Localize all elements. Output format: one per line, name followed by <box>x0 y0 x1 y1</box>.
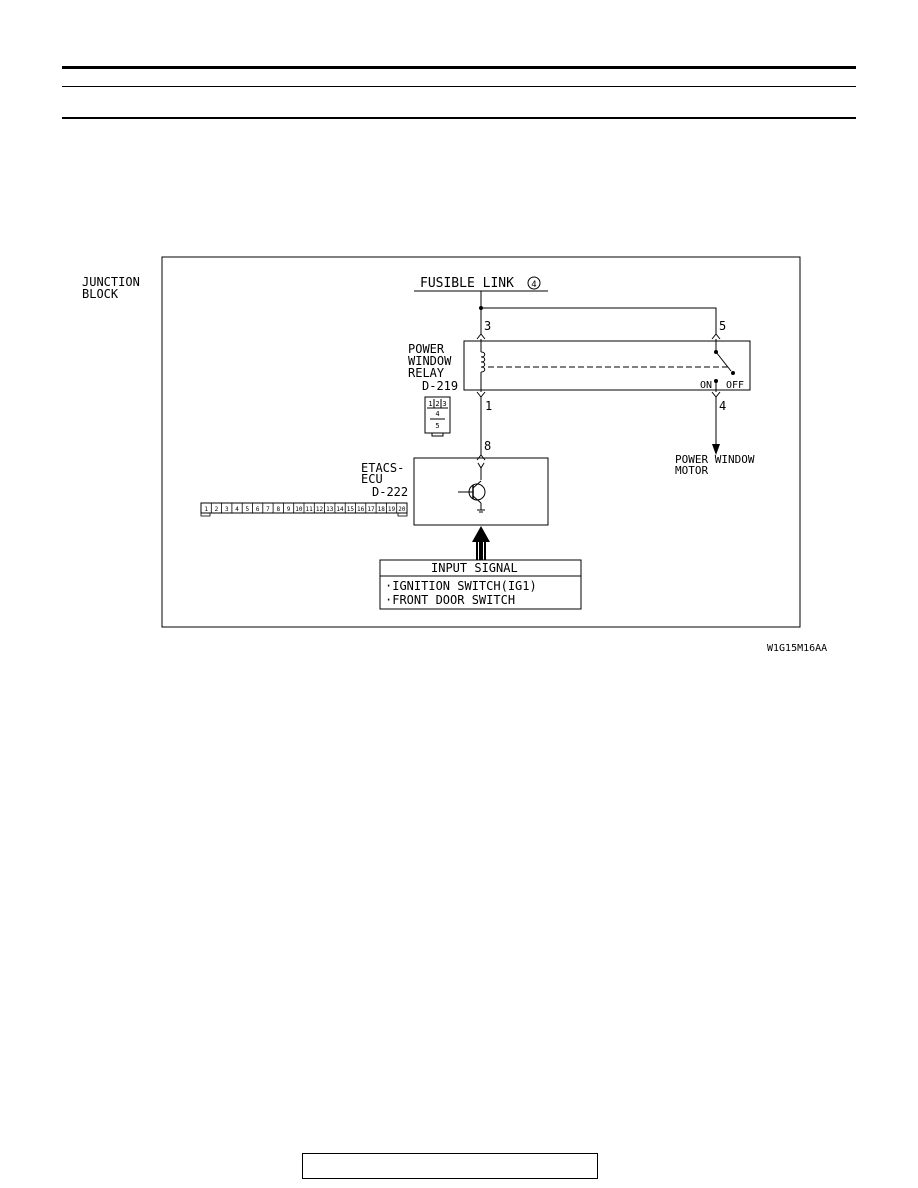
relay-switch-contact <box>715 351 732 372</box>
input-signal-title: INPUT SIGNAL <box>431 561 518 575</box>
motor-label-2: MOTOR <box>675 464 708 477</box>
figure-id: W1G15M16AA <box>767 643 827 654</box>
relay-pin-4-label: 4 <box>719 399 726 413</box>
fusible-link-label: FUSIBLE LINK <box>420 276 514 291</box>
relay-connector-label: D-219 <box>422 379 458 393</box>
relay-pin-1-label: 1 <box>485 399 492 413</box>
ecu-transistor-collector <box>472 480 482 489</box>
relay-pin-5-connector <box>711 333 721 340</box>
ecu-connector-pin-label: 7 <box>266 506 270 513</box>
ecu-connector-pin-label: 13 <box>326 506 334 513</box>
motor-arrow-head <box>712 444 720 455</box>
ecu-name-2: ECU <box>361 472 383 486</box>
relay-connector-cavity-3: 3 <box>442 400 446 408</box>
ecu-box <box>413 457 549 526</box>
wire-junction-to-pin5 <box>481 307 717 334</box>
relay-name-3: RELAY <box>408 366 445 380</box>
relay-pin-1-connector <box>476 391 486 398</box>
ecu-connector-pin-label: 2 <box>215 506 219 513</box>
ecu-connector-pin-label: 16 <box>357 506 365 513</box>
ecu-connector-pin-label: 20 <box>398 506 406 513</box>
input-signal-item-ignition: ·IGNITION SWITCH(IG1) <box>385 579 537 593</box>
ecu-connector-pin-label: 18 <box>378 506 386 513</box>
ecu-connector-pin-label: 17 <box>367 506 375 513</box>
relay-connector-cavity-2: 2 <box>435 400 439 408</box>
motor-label-1: POWER WINDOW <box>675 453 755 466</box>
relay-pin-5-label: 5 <box>719 319 726 333</box>
relay-pin-3-connector <box>476 333 486 340</box>
relay-box <box>463 340 751 391</box>
input-signal-arrow-head <box>472 526 490 542</box>
ecu-connector-pin-label: 11 <box>306 506 314 513</box>
ecu-connector-key <box>200 512 211 517</box>
ecu-transistor-emitter <box>472 495 482 504</box>
ecu-connector-pin-label: 8 <box>276 506 280 513</box>
ecu-connector-label: D-222 <box>372 485 408 499</box>
header-rule-middle <box>62 86 856 87</box>
ecu-connector-key <box>397 512 408 517</box>
ecu-connector-pin-label: 14 <box>336 506 344 513</box>
ecu-name-1: ETACS- <box>361 461 404 475</box>
fusible-link-number-circle <box>527 276 541 290</box>
relay-name-2: WINDOW <box>408 354 452 368</box>
ecu-pin-8-label: 8 <box>484 439 491 453</box>
input-signal-box <box>379 559 582 610</box>
ecu-connector-pin-label: 10 <box>295 506 303 513</box>
relay-connector-cavity-4: 4 <box>435 410 439 418</box>
relay-switch-off-label: OFF <box>726 380 744 391</box>
relay-coil <box>480 351 486 373</box>
ecu-connector-pin-label: 1 <box>204 506 208 513</box>
relay-name-1: POWER <box>408 342 445 356</box>
input-signal-item-door: ·FRONT DOOR SWITCH <box>385 593 515 607</box>
relay-connector-cavity-1: 1 <box>428 400 432 408</box>
relay-connector-key <box>431 432 444 437</box>
relay-switch-off-terminal <box>731 371 735 375</box>
header-rule-top <box>62 66 856 69</box>
ecu-connector-pin-label: 19 <box>388 506 396 513</box>
relay-switch-on-label: ON <box>700 380 712 391</box>
ecu-connector-pin-label: 15 <box>347 506 355 513</box>
relay-pin-3-label: 3 <box>484 319 491 333</box>
ecu-connector-pin-label: 3 <box>225 506 229 513</box>
relay-connector-cavity-5: 5 <box>435 422 439 430</box>
ecu-connector-pin-label: 9 <box>287 506 291 513</box>
fusible-link-number: 4 <box>531 280 536 290</box>
ecu-connector-pin-label: 12 <box>316 506 324 513</box>
relay-pin-4-connector <box>711 391 721 398</box>
ecu-connector-pin-label: 4 <box>235 506 239 513</box>
ecu-transistor-input-mark <box>477 462 485 469</box>
diagram-frame <box>161 256 801 628</box>
junction-block-label-2: BLOCK <box>82 287 119 301</box>
input-signal-arrow-shaft <box>476 541 486 560</box>
header-rule-bottom <box>62 117 856 119</box>
footer-page-box <box>302 1153 598 1179</box>
ecu-connector-pin-label: 6 <box>256 506 260 513</box>
ecu-connector-pin-label: 5 <box>246 506 250 513</box>
junction-block-label-1: JUNCTION <box>82 275 140 289</box>
